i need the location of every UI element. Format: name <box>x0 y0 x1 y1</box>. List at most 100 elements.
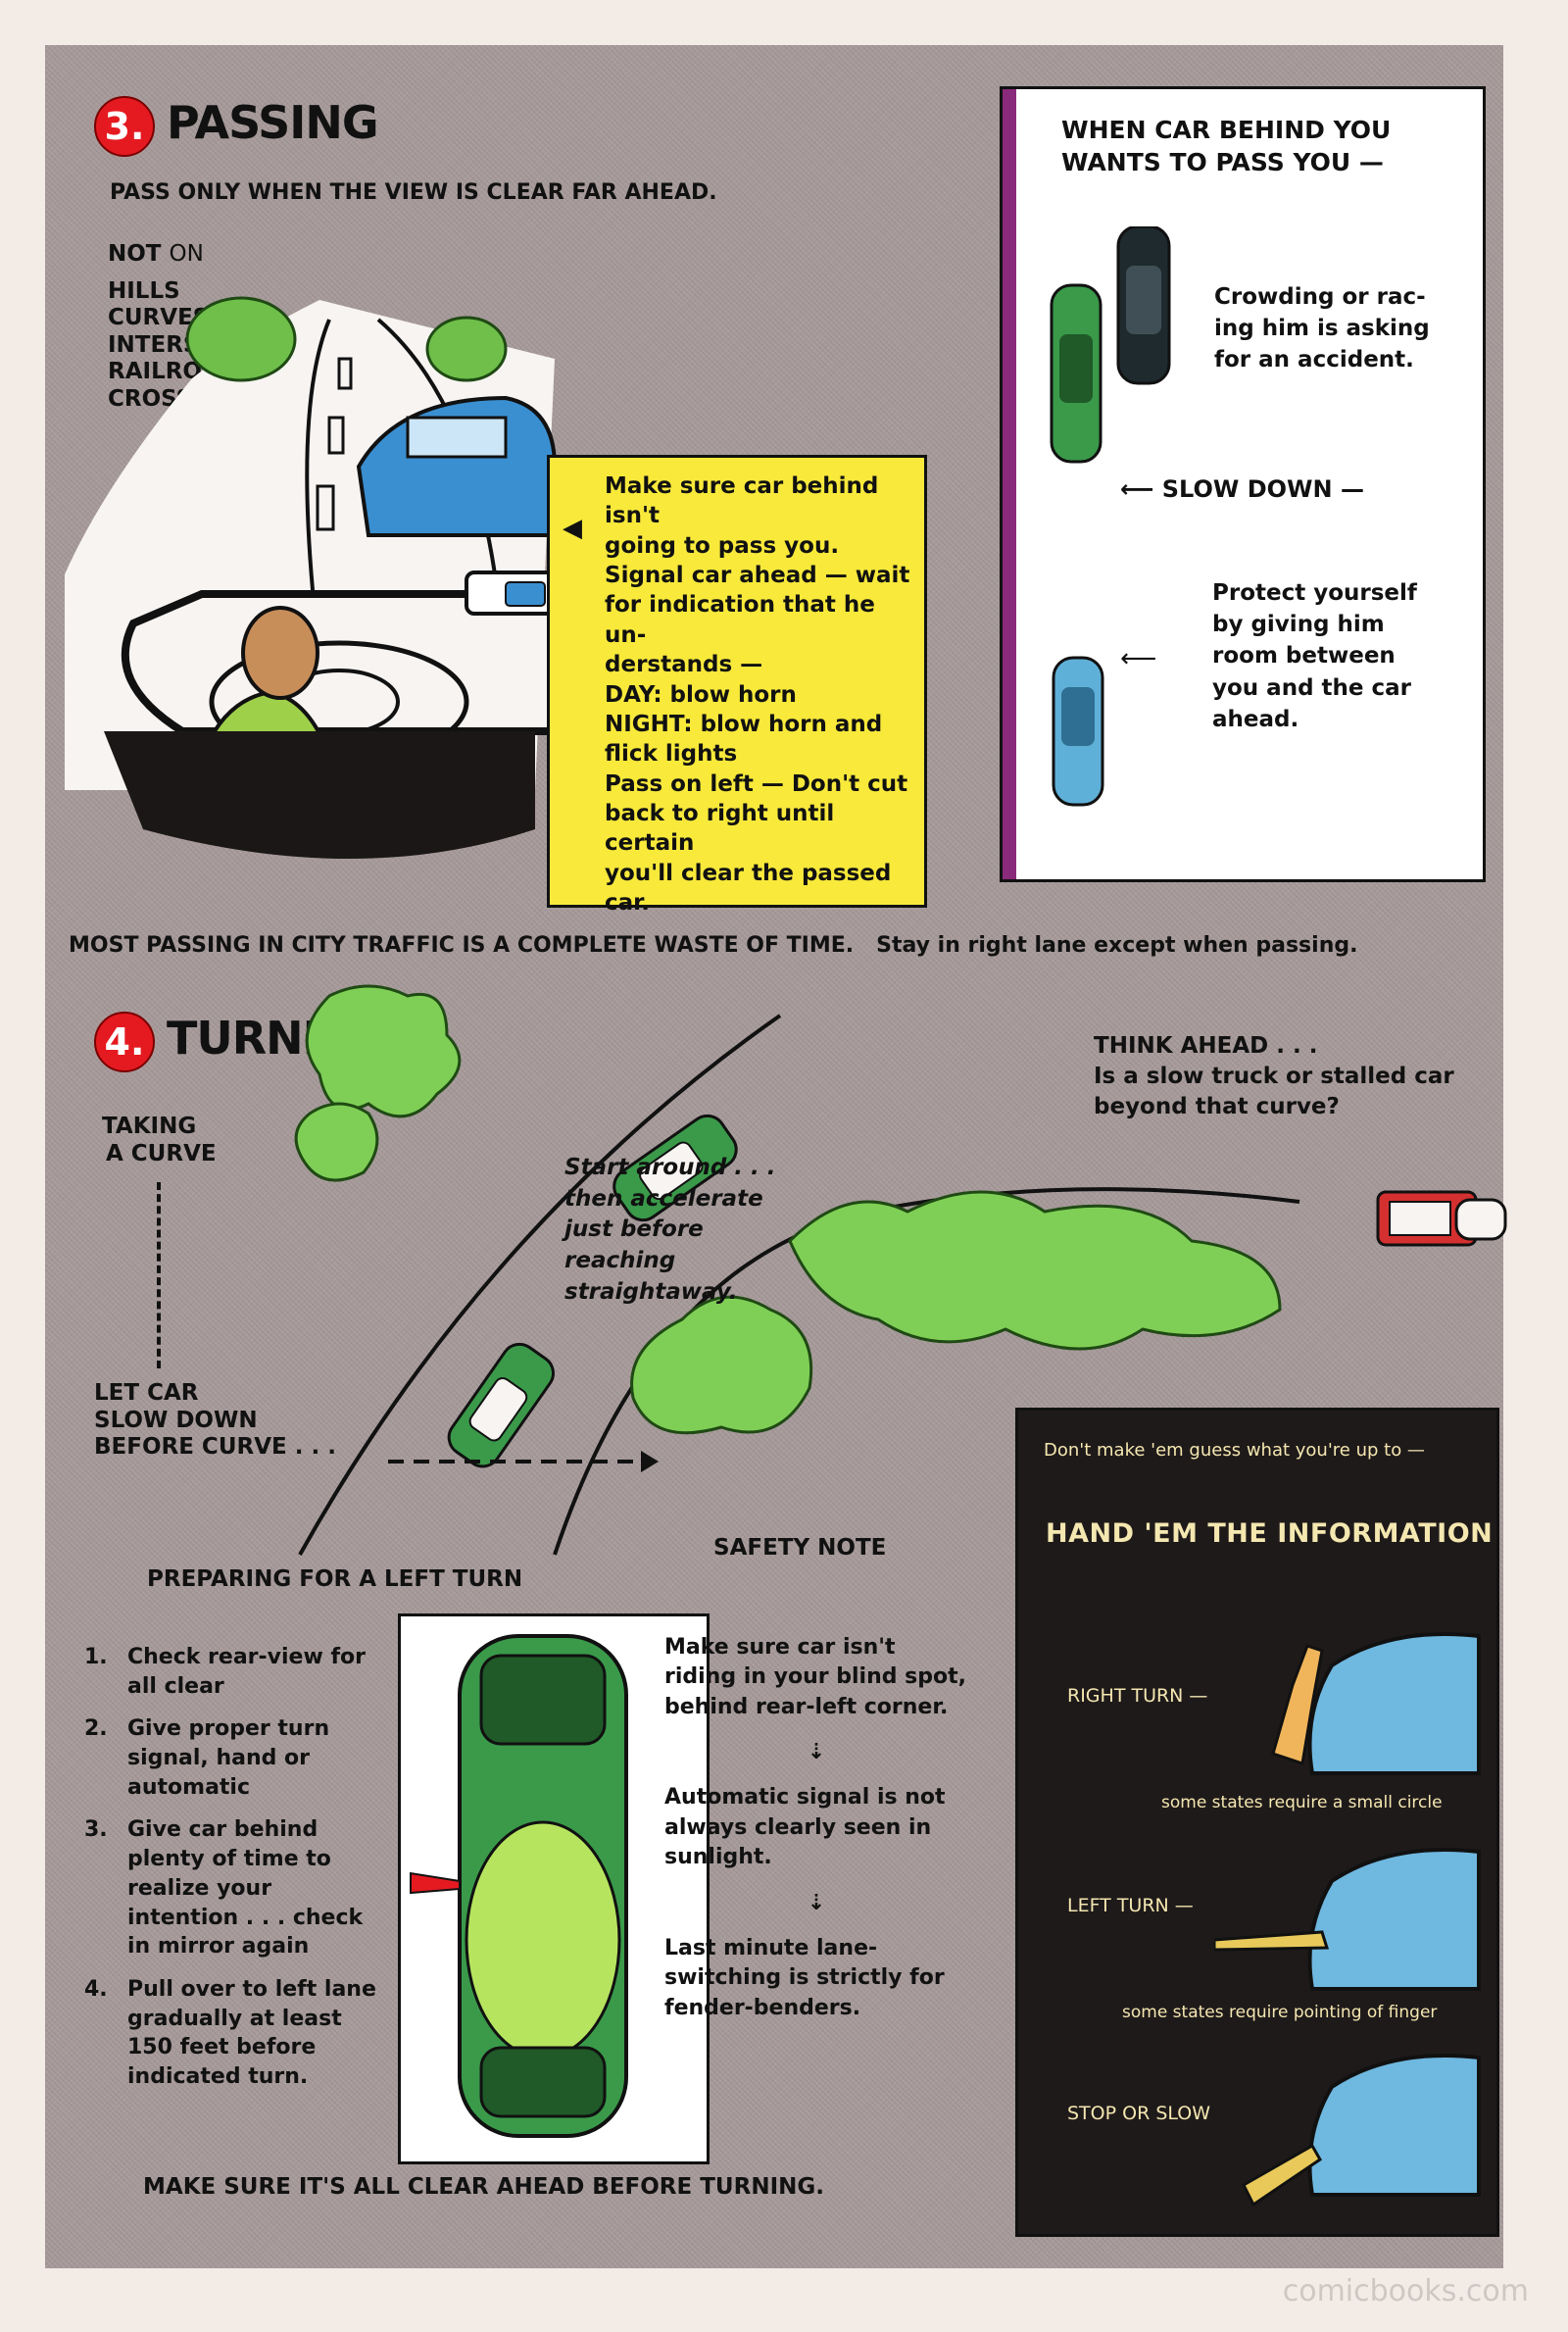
passing-rule: PASS ONLY WHEN THE VIEW IS CLEAR FAR AHE… <box>110 180 717 205</box>
start-around-label: Start around . . . then accelerate just … <box>564 1153 776 1309</box>
let-car-line: LET CAR <box>94 1380 199 1406</box>
instruction-line: going to pass you. <box>605 532 840 559</box>
green-car-icon <box>447 1342 555 1468</box>
stop-label: STOP OR SLOW <box>1067 2103 1211 2124</box>
panel-edge <box>1003 89 1016 879</box>
section-4-badge: 4. <box>94 1012 155 1072</box>
step-item: 2.Give proper turn signal, hand or autom… <box>84 1714 388 1802</box>
safety-notes: Make sure car isn't riding in your blind… <box>664 1633 968 2023</box>
step-number: 4. <box>84 1976 108 2002</box>
instruction-line: flick lights <box>605 741 738 768</box>
instruction-line: you'll clear the passed car. <box>605 860 892 917</box>
left-turn-note: some states require pointing of finger <box>1122 2003 1438 2022</box>
step-text: Pull over to left lane gradually at leas… <box>127 1976 376 2089</box>
not-on-bold: NOT <box>108 241 162 267</box>
bush-icon <box>294 1102 379 1182</box>
stop-signal-icon <box>1242 2054 1481 2208</box>
bush-icon <box>425 316 508 382</box>
bush-icon <box>788 1190 1282 1351</box>
start-around-line: straightaway. <box>564 1278 738 1305</box>
start-around-line: reaching <box>564 1248 676 1274</box>
instruction-line: back to right until certain <box>605 800 835 857</box>
signals-intro: Don't make 'em guess what you're up to — <box>1044 1440 1425 1461</box>
signal-arm-icon <box>410 1871 461 1895</box>
left-turn-label: LEFT TURN — <box>1067 1895 1194 1916</box>
not-on-item: HILLS <box>108 277 180 304</box>
left-turn-title: PREPARING FOR A LEFT TURN <box>147 1566 523 1592</box>
passing-footer: MOST PASSING IN CITY TRAFFIC IS A COMPLE… <box>69 933 1357 958</box>
instruction-line: Signal car ahead — wait <box>605 563 910 589</box>
arrow-left-icon: ⟵ <box>1120 644 1157 673</box>
taking-curve-line: A CURVE <box>106 1140 217 1166</box>
watermark: comicbooks.com <box>1282 2274 1529 2308</box>
step-text: Give car behind plenty of time to realiz… <box>127 1817 364 1960</box>
start-around-line: then accelerate <box>564 1185 763 1212</box>
step-item: 3. Give car behind plenty of time to real… <box>84 1815 388 1960</box>
protect-line: ahead. <box>1212 706 1299 732</box>
panel-title-line: WHEN CAR BEHIND YOU <box>1061 116 1392 144</box>
protect-line: by giving him <box>1212 612 1385 638</box>
step-text: Give proper turn signal, hand or automat… <box>127 1716 330 1800</box>
instruction-line: for indication that he un- <box>605 592 875 648</box>
down-arrow-icon: ⇣ <box>807 1890 826 1915</box>
protect-line: Protect yourself <box>1212 580 1417 606</box>
arrow-left-icon: ◀ <box>563 514 582 543</box>
bush-icon <box>305 984 462 1118</box>
road-scene-illustration <box>65 296 586 790</box>
curve-illustration <box>294 984 1507 1556</box>
safety-note-item: Make sure car isn't riding in your blind… <box>664 1635 966 1719</box>
windshield-frame <box>121 590 559 735</box>
start-around-line: just before <box>564 1216 704 1243</box>
right-turn-note: some states require a small circle <box>1161 1793 1443 1812</box>
instruction-line: NIGHT: blow horn and <box>605 711 883 737</box>
car-behind-panel: WHEN CAR BEHIND YOU WANTS TO PASS YOU — … <box>1000 86 1486 882</box>
taking-curve-label: TAKING A CURVE <box>102 1114 217 1167</box>
step-number: 3. <box>84 1817 108 1843</box>
comic-page: 3. PASSING PASS ONLY WHEN THE VIEW IS CL… <box>45 45 1507 2268</box>
arrow-left-icon: ⟵ <box>1120 475 1162 503</box>
right-turn-signal-icon <box>1271 1632 1481 1775</box>
instruction-line: DAY: blow horn <box>605 681 797 708</box>
green-car-icon <box>612 1114 738 1222</box>
protect-line: you and the car <box>1212 674 1412 701</box>
start-around-line: Start around . . . <box>564 1155 776 1180</box>
step-item: 1. Check rear-view for all clear <box>84 1643 388 1701</box>
safety-note-item: Last minute lane-switching is strictly f… <box>664 1935 945 2020</box>
crowding-line: Crowding or rac- <box>1214 284 1426 310</box>
right-turn-label: RIGHT TURN — <box>1067 1685 1208 1707</box>
dashed-connector <box>157 1182 161 1368</box>
turning-footer: MAKE SURE IT'S ALL CLEAR AHEAD BEFORE TU… <box>143 2174 824 2200</box>
car-shadow <box>104 731 535 859</box>
think-ahead-line: beyond that curve? <box>1094 1094 1340 1120</box>
instruction-line: derstands — <box>605 652 763 678</box>
protect-line: room between <box>1212 643 1396 670</box>
bush-icon <box>185 296 297 382</box>
let-car-line: BEFORE CURVE . . . <box>94 1434 336 1461</box>
step-text: Check rear-view for all clear <box>127 1645 366 1699</box>
signals-title: HAND 'EM THE INFORMATION <box>1046 1518 1494 1549</box>
instruction-line: Make sure car behind isn't <box>605 473 879 529</box>
let-car-label: LET CAR SLOW DOWN BEFORE CURVE . . . <box>94 1380 336 1462</box>
safety-note-item: Automatic signal is not always clearly s… <box>664 1785 946 1870</box>
passing-instructions-box: Make sure car behind isn't going to pass… <box>547 455 927 916</box>
overhead-car-box <box>398 1613 710 2164</box>
slow-down-label: SLOW DOWN — <box>1161 475 1364 503</box>
left-turn-steps: 1. Check rear-view for all clear 2.Give p… <box>84 1643 388 2106</box>
bush-icon <box>630 1295 813 1435</box>
passing-footer-rest: Stay in right lane except when passing. <box>876 933 1358 958</box>
left-turn-signal-icon <box>1214 1848 1481 1991</box>
think-ahead-line: Is a slow truck or stalled car <box>1094 1064 1454 1090</box>
not-on-rest: ON <box>169 241 204 267</box>
taking-curve-line: TAKING <box>102 1114 197 1139</box>
overhead-cars-illustration <box>1050 226 1171 807</box>
think-ahead-label: THINK AHEAD . . . Is a slow truck or sta… <box>1094 1031 1454 1122</box>
down-arrow-icon: ⇣ <box>807 1740 826 1765</box>
passing-title: PASSING <box>167 96 379 149</box>
hand-signals-panel: Don't make 'em guess what you're up to —… <box>1015 1408 1499 2237</box>
let-car-line: SLOW DOWN <box>94 1407 258 1433</box>
stalled-car-icon <box>1376 1190 1507 1247</box>
section-3-badge: 3. <box>94 96 155 157</box>
overhead-green-car-icon <box>410 1634 628 2138</box>
panel-title-line: WANTS TO PASS YOU — <box>1061 147 1384 176</box>
step-number: 1. <box>84 1645 108 1669</box>
